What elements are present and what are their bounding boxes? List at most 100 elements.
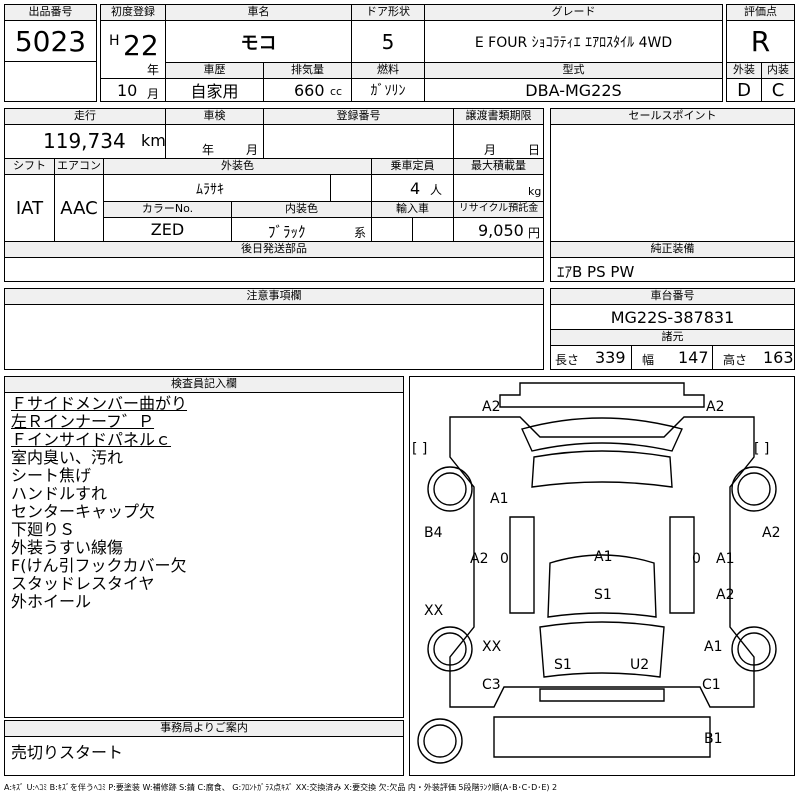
width-box: 幅 147 bbox=[631, 345, 713, 370]
import-cell-2 bbox=[412, 217, 454, 242]
reg-month: 10 bbox=[117, 81, 138, 100]
later-parts-body bbox=[4, 257, 544, 282]
ext-color-box: ﾑﾗｻｷ bbox=[103, 174, 331, 202]
rear-bumper-outline bbox=[539, 688, 665, 702]
reg-month-box: 10 月 bbox=[100, 78, 166, 102]
mark-left-rear-low: C3 bbox=[482, 677, 501, 693]
first-reg-header: 初度登録 bbox=[100, 4, 166, 21]
reg-month-unit: 月 bbox=[147, 87, 160, 101]
genuine-equip-header: 純正装備 bbox=[550, 241, 795, 258]
shift-value: IAT bbox=[4, 174, 55, 242]
score-header: 評価点 bbox=[726, 4, 795, 21]
aircon-value: AAC bbox=[54, 174, 104, 242]
mark-right-zero: 0 bbox=[692, 551, 701, 567]
fuel-value: ｶﾞｿﾘﾝ bbox=[351, 78, 425, 102]
aircon-header: エアコン bbox=[54, 158, 104, 175]
int-color-suffix: 系 bbox=[354, 226, 367, 240]
sales-point-body bbox=[550, 124, 795, 242]
width-value: 147 bbox=[678, 348, 709, 367]
mark-roof: S1 bbox=[594, 587, 612, 603]
mileage-header: 走行 bbox=[4, 108, 166, 125]
mark-left-zero: 0 bbox=[500, 551, 509, 567]
mark-left-mid: A2 bbox=[470, 551, 489, 567]
length-label: 長さ bbox=[555, 353, 580, 367]
door-header: ドア形状 bbox=[351, 4, 425, 21]
reg-year-unit: 年 bbox=[147, 63, 160, 77]
mark-right-rear-low: A1 bbox=[704, 639, 723, 655]
mark-top-right: A2 bbox=[706, 399, 725, 415]
int-color-header: 内装色 bbox=[231, 201, 372, 218]
max-load-header: 最大積載量 bbox=[453, 158, 544, 175]
mileage-value: 119,734 bbox=[43, 129, 126, 153]
legend-text: A:ｷｽﾞ U:ﾍｺﾐ B:ｷｽﾞを伴うﾍｺﾐ P:要塗装 W:補修跡 S:錆 … bbox=[4, 783, 558, 792]
inspection-box: 年 月 bbox=[165, 124, 264, 159]
history-header: 車歴 bbox=[165, 62, 264, 79]
note-line: 外装うすい線傷 bbox=[11, 538, 124, 557]
right-door-outline bbox=[669, 516, 695, 614]
model-code-header: 型式 bbox=[424, 62, 723, 79]
body-outline bbox=[449, 416, 755, 708]
mark-left-rear-door: XX bbox=[482, 639, 502, 655]
interior-grade-header: 内装 bbox=[761, 62, 795, 79]
import-cell-1 bbox=[371, 217, 413, 242]
wheel-front-left bbox=[427, 466, 473, 512]
transfer-day-unit: 日 bbox=[528, 143, 541, 157]
wheel-front-right bbox=[731, 466, 777, 512]
reg-year: 22 bbox=[123, 29, 159, 62]
note-line: 下廻りＳ bbox=[11, 520, 76, 539]
mark-top-left: A2 bbox=[482, 399, 501, 415]
note-line: センターキャップ欠 bbox=[11, 502, 156, 521]
office-notice-body: 売切りスタート bbox=[4, 736, 404, 776]
height-label: 高さ bbox=[723, 353, 748, 367]
seats-outline bbox=[539, 621, 665, 678]
mark-roof-front: A1 bbox=[594, 549, 613, 565]
mark-right-bottom: C1 bbox=[702, 677, 721, 693]
door-value: 5 bbox=[351, 20, 425, 63]
genuine-equip-box: ｴｱB PS PW bbox=[550, 257, 795, 282]
lot-no-blank bbox=[4, 61, 97, 102]
underbody-outline bbox=[493, 716, 711, 758]
inspector-notes-list: Ｆサイドメンバー曲がり 左Ｒインナーフ゛Ｐ Ｆインサイドパネルｃ 室内臭い、汚れ… bbox=[11, 395, 187, 611]
import-header: 輸入車 bbox=[371, 201, 454, 218]
note-line: 室内臭い、汚れ bbox=[11, 448, 124, 467]
mark-seat-left: S1 bbox=[554, 657, 572, 673]
height-box: 高さ 163 bbox=[712, 345, 795, 370]
car-diagram: A2 A2 [ ] [ ] A1 B4 A2 0 A1 0 A1 A2 S1 A… bbox=[409, 376, 795, 776]
inspector-notes-header: 検査員記入欄 bbox=[4, 376, 404, 393]
model-code-value: DBA-MG22S bbox=[424, 78, 723, 102]
roof-outline bbox=[547, 554, 657, 618]
score-value: R bbox=[726, 20, 795, 63]
sales-point-header: セールスポイント bbox=[550, 108, 795, 125]
color-no-header: カラーNo. bbox=[103, 201, 232, 218]
exterior-grade-value: D bbox=[726, 78, 762, 102]
capacity-value: 4 bbox=[410, 179, 421, 198]
note-line: シート焦げ bbox=[11, 466, 92, 485]
inspection-year-unit: 年 bbox=[202, 143, 215, 157]
int-color-box: ﾌﾞﾗｯｸ 系 bbox=[231, 217, 372, 242]
note-line: ハンドルすれ bbox=[11, 484, 108, 503]
lot-no-value: 5023 bbox=[4, 20, 97, 62]
displacement-box: 660 cc bbox=[263, 78, 352, 102]
reg-no-value bbox=[263, 124, 454, 159]
exterior-grade-header: 外装 bbox=[726, 62, 762, 79]
inspection-header: 車検 bbox=[165, 108, 264, 125]
genuine-equip-value: ｴｱB PS PW bbox=[557, 263, 635, 281]
office-notice-header: 事務局よりご案内 bbox=[4, 720, 404, 737]
mark-left-door-front: B4 bbox=[424, 525, 443, 541]
note-line: F(けん引フックカバー欠 bbox=[11, 556, 187, 575]
displacement-value: 660 bbox=[294, 81, 325, 100]
mark-left-rear-panel: XX bbox=[424, 603, 444, 619]
mark-seat-right: U2 bbox=[630, 657, 650, 673]
transfer-deadline-header: 譲渡書類期限 bbox=[453, 108, 544, 125]
ext-color-header: 外装色 bbox=[103, 158, 372, 175]
ext-color-value: ﾑﾗｻｷ bbox=[196, 182, 224, 198]
mileage-unit: km bbox=[141, 131, 166, 150]
height-value: 163 bbox=[763, 348, 794, 367]
dimensions-header: 諸元 bbox=[550, 329, 795, 346]
capacity-header: 乗車定員 bbox=[371, 158, 454, 175]
displacement-header: 排気量 bbox=[263, 62, 352, 79]
inspection-month-unit: 月 bbox=[246, 143, 259, 157]
car-outline-svg bbox=[417, 382, 777, 764]
transfer-month-unit: 月 bbox=[484, 143, 497, 157]
int-color-value: ﾌﾞﾗｯｸ bbox=[268, 223, 306, 241]
